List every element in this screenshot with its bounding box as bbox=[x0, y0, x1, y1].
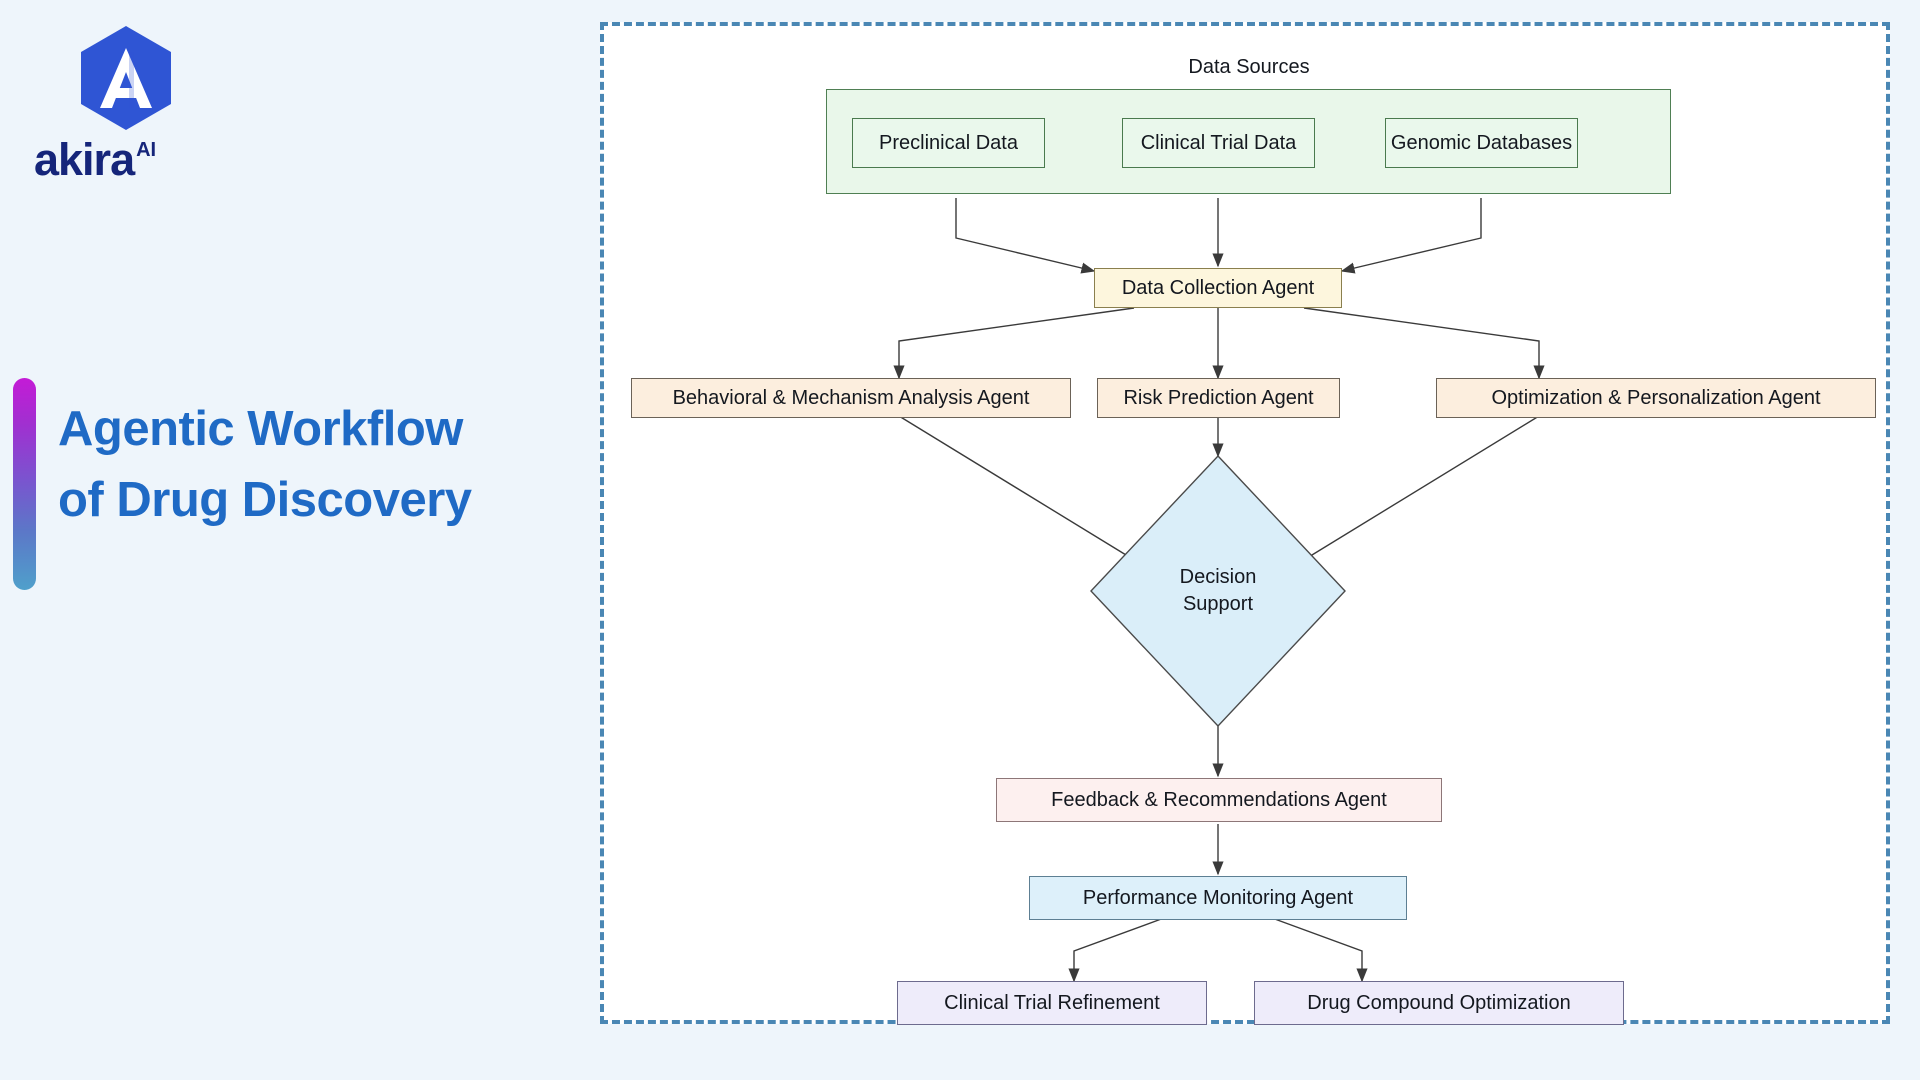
page-title: Agentic Workflow of Drug Discovery bbox=[58, 394, 578, 536]
node-label: Genomic Databases bbox=[1390, 131, 1573, 154]
node-label: Risk Prediction Agent bbox=[1123, 386, 1314, 409]
akira-wordmark: akira AI bbox=[34, 128, 224, 182]
node-label: Feedback & Recommendations Agent bbox=[1051, 788, 1387, 811]
node-clinical-trial-data[interactable]: Clinical Trial Data bbox=[1122, 118, 1315, 168]
akira-logo-icon bbox=[68, 22, 184, 144]
decision-support-line-2: Support bbox=[1182, 593, 1254, 615]
node-performance-monitoring-agent[interactable]: Performance Monitoring Agent bbox=[1029, 876, 1407, 920]
node-risk-prediction-agent[interactable]: Risk Prediction Agent bbox=[1097, 378, 1340, 418]
node-data-collection-agent[interactable]: Data Collection Agent bbox=[1094, 268, 1342, 308]
node-clinical-trial-refinement[interactable]: Clinical Trial Refinement bbox=[897, 981, 1207, 1025]
wordmark-superscript: AI bbox=[136, 139, 157, 161]
node-feedback-recommendations-agent[interactable]: Feedback & Recommendations Agent bbox=[996, 778, 1442, 822]
wordmark-text: akira bbox=[34, 134, 135, 185]
node-label: Preclinical Data bbox=[879, 131, 1018, 154]
diagram-panel: Data Sources Preclinical Data Clinical T… bbox=[600, 22, 1890, 1025]
node-label: Data Collection Agent bbox=[1121, 276, 1315, 299]
title-accent-bar bbox=[13, 378, 36, 590]
decision-support-line-1: Decision bbox=[1179, 566, 1257, 588]
node-behavioral-mechanism-analysis-agent[interactable]: Behavioral & Mechanism Analysis Agent bbox=[631, 378, 1071, 418]
node-label: Drug Compound Optimization bbox=[1307, 991, 1571, 1014]
node-label: Clinical Trial Refinement bbox=[944, 991, 1160, 1014]
node-label: Behavioral & Mechanism Analysis Agent bbox=[672, 386, 1030, 409]
node-decision-support[interactable]: Decision Support bbox=[1089, 454, 1347, 728]
node-drug-compound-optimization[interactable]: Drug Compound Optimization bbox=[1254, 981, 1624, 1025]
diagram-canvas: Data Sources Preclinical Data Clinical T… bbox=[604, 26, 1894, 1028]
node-label: Performance Monitoring Agent bbox=[1082, 886, 1354, 909]
node-preclinical-data[interactable]: Preclinical Data bbox=[852, 118, 1045, 168]
node-label: Optimization & Personalization Agent bbox=[1491, 386, 1821, 409]
node-genomic-databases[interactable]: Genomic Databases bbox=[1385, 118, 1578, 168]
decision-support-label: Decision Support bbox=[1089, 454, 1347, 728]
node-label: Clinical Trial Data bbox=[1140, 131, 1297, 154]
page-title-line-2: of Drug Discovery bbox=[58, 473, 472, 528]
node-optimization-personalization-agent[interactable]: Optimization & Personalization Agent bbox=[1436, 378, 1876, 418]
data-sources-group-label: Data Sources bbox=[1188, 56, 1310, 78]
page-title-line-1: Agentic Workflow bbox=[58, 402, 463, 456]
